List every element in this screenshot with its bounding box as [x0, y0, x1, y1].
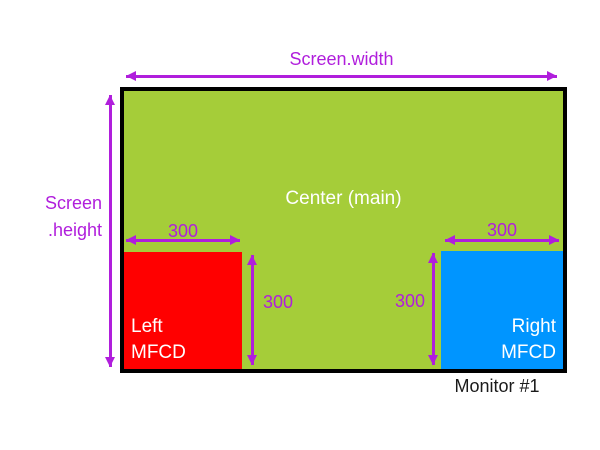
left-mfcd-label-line2: MFCD — [131, 342, 186, 363]
screen-width-label: Screen.width — [289, 49, 394, 69]
screen-height-label-line1: Screen — [44, 193, 102, 213]
left-mfcd-height-label: 300 — [263, 292, 294, 312]
right-mfcd-height-arrow — [428, 253, 438, 365]
right-mfcd-label-line2: MFCD — [501, 342, 556, 363]
left-mfcd-label-line1: Left — [131, 316, 163, 337]
right-mfcd-width-arrow — [445, 235, 559, 245]
left-mfcd-rect: Left MFCD — [124, 252, 242, 369]
right-mfcd-height-label: 300 — [394, 291, 425, 311]
screen-height-label-line2: .height — [47, 220, 102, 240]
right-mfcd-rect: Right MFCD — [441, 251, 563, 369]
left-mfcd-label: Left MFCD — [131, 314, 186, 366]
left-mfcd-width-label: 300 — [167, 221, 199, 241]
right-mfcd-width-label: 300 — [486, 220, 518, 240]
right-mfcd-label: Right MFCD — [501, 314, 556, 366]
monitor-caption: Monitor #1 — [454, 376, 540, 396]
left-mfcd-width-arrow — [126, 235, 240, 245]
screen-height-arrow — [105, 95, 115, 367]
left-mfcd-height-arrow — [247, 255, 257, 365]
screen-width-arrow — [126, 71, 557, 81]
monitor-screen-rect: Center (main) Left MFCD Right MFCD — [120, 87, 567, 373]
center-region-label: Center (main) — [285, 188, 402, 209]
right-mfcd-label-line1: Right — [511, 316, 556, 337]
screen-height-label: Screen .height — [28, 190, 102, 244]
